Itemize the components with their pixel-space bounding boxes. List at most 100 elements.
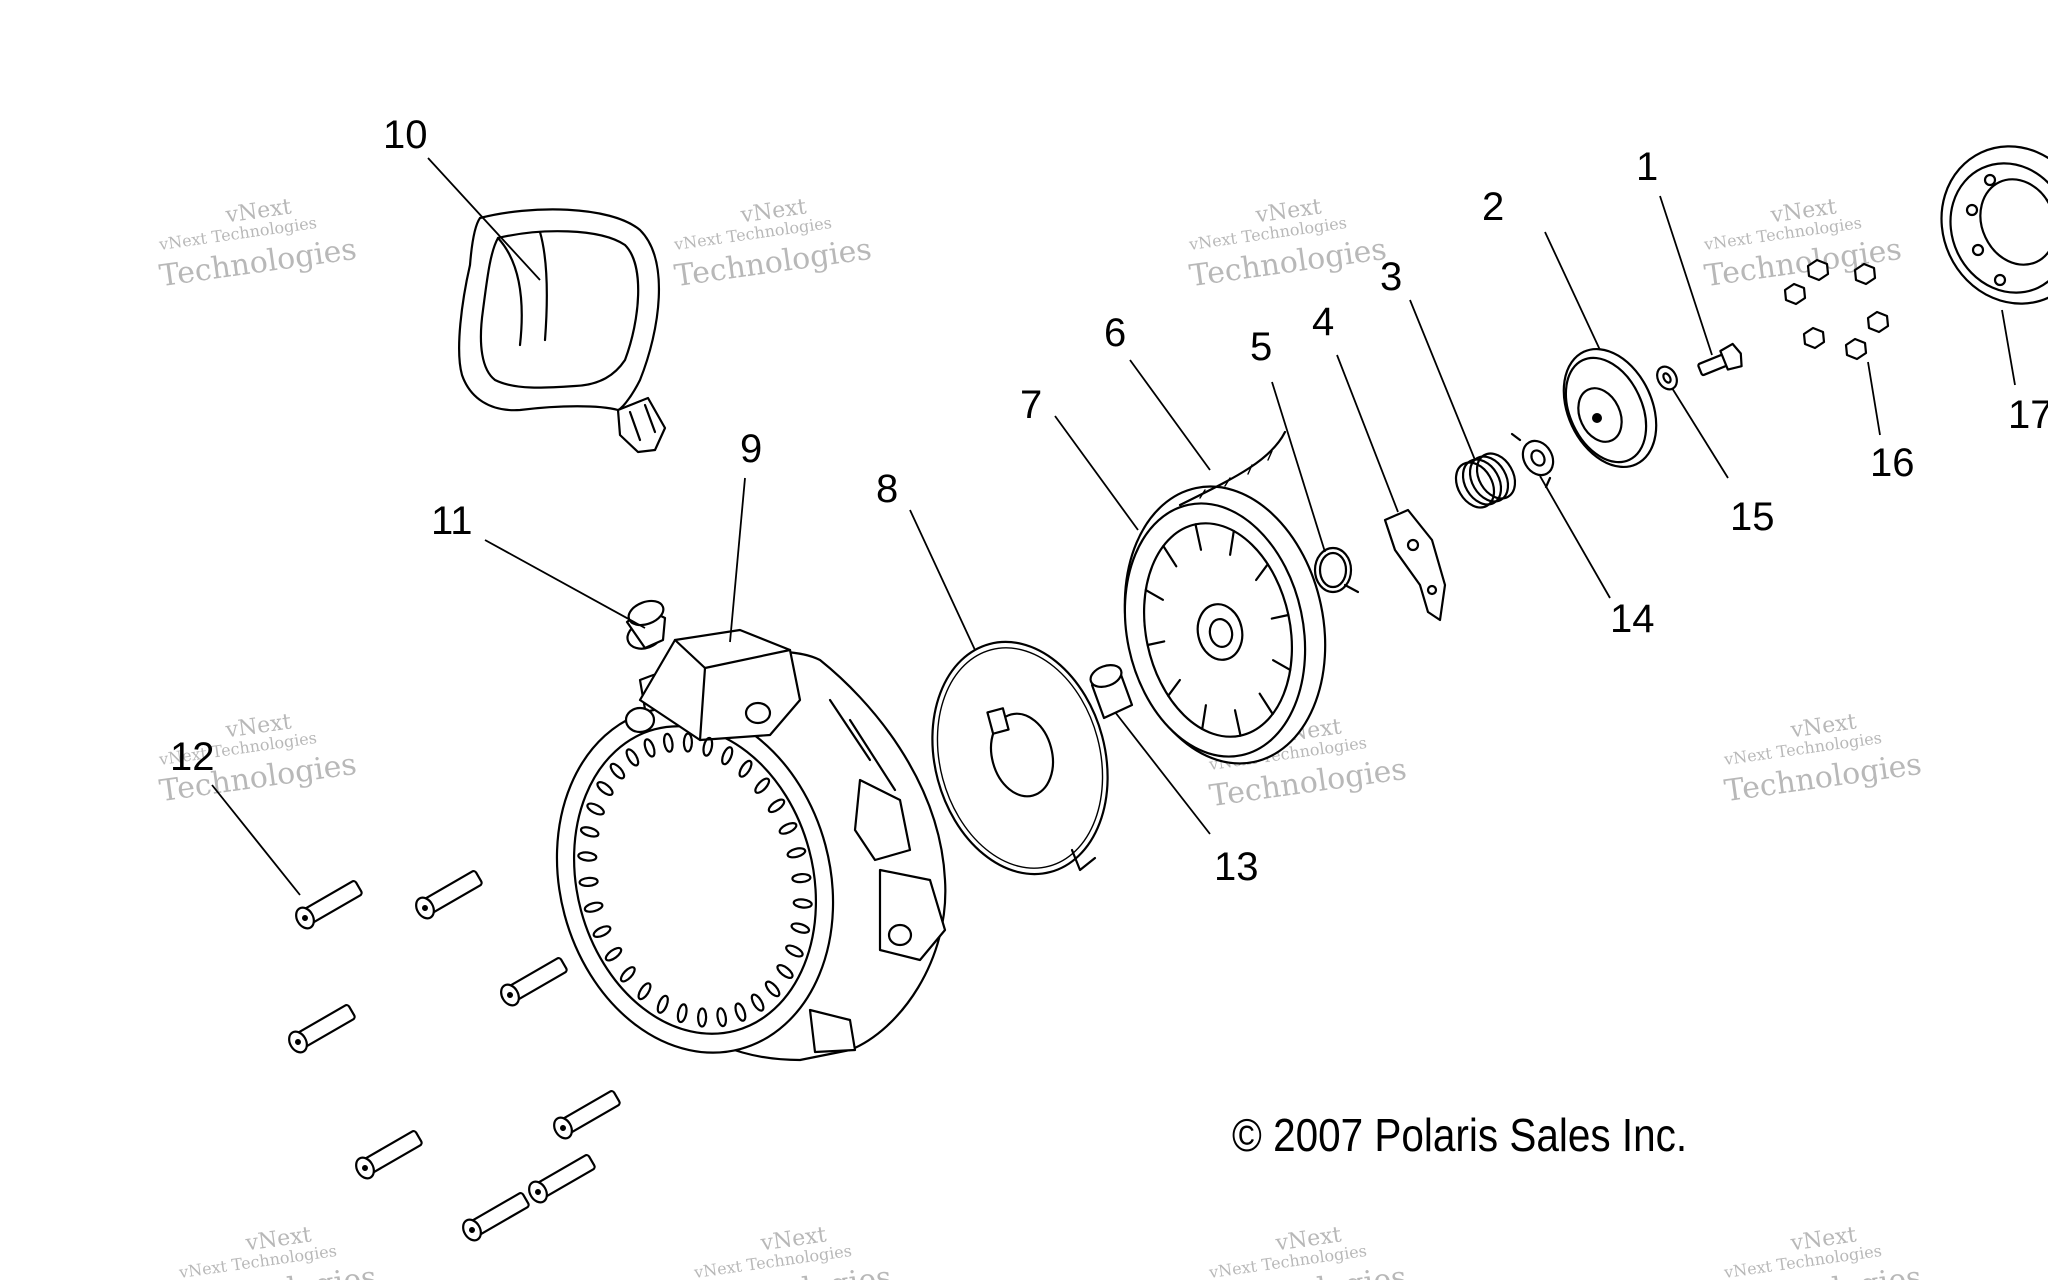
reel-rib — [1144, 588, 1165, 601]
leader-line — [1659, 195, 1713, 356]
vent-slot — [786, 847, 807, 859]
vent-slot — [619, 966, 636, 983]
leader-line — [484, 539, 646, 629]
vent-slot — [750, 993, 765, 1012]
vent-slot — [625, 748, 640, 767]
watermark: vNext Technologies Technologies vNext — [1722, 1222, 1924, 1280]
vent-slot — [596, 781, 614, 796]
leader-line — [1539, 475, 1611, 599]
leader-line — [1271, 381, 1326, 553]
callout-13: 13 — [1214, 845, 1259, 889]
friction-plate-icon — [1510, 432, 1555, 489]
callout-4: 4 — [1312, 300, 1334, 344]
vent-slot — [696, 1007, 708, 1028]
reel-rib — [1270, 613, 1290, 620]
watermark: vNext Technologies Technologies vNext — [1207, 1222, 1409, 1280]
leader-line — [1336, 354, 1399, 513]
vent-slot — [792, 898, 813, 909]
vent-slot — [682, 732, 694, 753]
bolt-icon — [1697, 342, 1743, 377]
vent-slot — [754, 777, 771, 794]
leader-line — [427, 157, 541, 281]
callout-3: 3 — [1380, 255, 1402, 299]
vent-slot — [586, 802, 605, 816]
bushing-icon — [1089, 664, 1134, 720]
vent-slot — [778, 821, 798, 835]
reel-rib — [1228, 529, 1235, 556]
watermark: vNext Technologies Technologies vNext — [157, 194, 359, 294]
watermark: vNext Technologies Technologies vNext — [692, 1222, 894, 1280]
vent-slots — [577, 732, 813, 1028]
vent-slot — [716, 1007, 728, 1028]
vent-slot — [702, 736, 714, 757]
copyright-notice: © 2007 Polaris Sales Inc. — [1232, 1109, 1688, 1161]
reel-rib — [1167, 678, 1182, 697]
rope-icon — [1178, 430, 1287, 507]
coil-spring-icon — [1454, 452, 1517, 509]
leader-line — [1544, 231, 1601, 351]
callout-16: 16 — [1870, 441, 1915, 485]
reel-rib — [1271, 659, 1292, 672]
callout-14: 14 — [1610, 597, 1655, 641]
vent-slot — [662, 732, 674, 753]
vent-slot — [734, 1002, 747, 1022]
leader-line — [1867, 361, 1881, 436]
vent-slot — [583, 901, 604, 913]
washer-icon — [1656, 365, 1678, 391]
leader-line — [2001, 309, 2016, 386]
recoil-housing-icon — [555, 628, 947, 1062]
leader-line — [729, 477, 746, 643]
vent-slot — [578, 876, 599, 888]
watermark: vNext Technologies Technologies vNext — [177, 1222, 379, 1280]
callout-2: 2 — [1482, 185, 1504, 229]
spring-icon — [1313, 546, 1360, 594]
watermark: vNext Technologies Technologies vNext — [672, 194, 874, 294]
leader-line — [1054, 415, 1139, 531]
reel-icon — [1123, 485, 1327, 765]
callout-1: 1 — [1636, 145, 1658, 189]
callout-6: 6 — [1104, 311, 1126, 355]
callout-11: 11 — [431, 499, 473, 543]
reel-rib — [1162, 544, 1178, 568]
spring-plate-icon — [931, 640, 1109, 876]
callout-10: 10 — [383, 113, 428, 157]
reel-ribs — [1144, 523, 1292, 737]
reel-rib — [1201, 704, 1208, 731]
reel-rib — [1254, 563, 1269, 582]
handle-icon — [458, 208, 667, 454]
leader-line — [909, 509, 976, 651]
reel-rib — [1146, 640, 1166, 647]
vent-slot — [790, 922, 811, 934]
vent-slot — [738, 759, 753, 778]
vent-slot — [785, 944, 804, 958]
vent-slot — [609, 762, 626, 780]
callout-5: 5 — [1250, 325, 1272, 369]
watermark: vNext Technologies Technologies vNext — [1187, 194, 1389, 294]
vent-slot — [637, 982, 652, 1001]
vent-slot — [656, 994, 669, 1014]
starter-cup-icon — [1940, 145, 2048, 305]
vent-slot — [592, 925, 612, 939]
vent-slot — [577, 851, 598, 862]
reel-rib — [1258, 692, 1274, 716]
vent-slot — [579, 826, 600, 838]
reel-rib — [1194, 523, 1203, 551]
vent-slot — [767, 798, 786, 814]
leader-line — [211, 784, 301, 896]
vent-slot — [721, 746, 734, 766]
vent-slot — [643, 738, 656, 758]
leader-line — [1129, 359, 1211, 471]
leader-line — [1409, 299, 1476, 461]
vent-slot — [604, 946, 623, 962]
callout-9: 9 — [740, 427, 762, 471]
vent-slot — [791, 872, 812, 884]
leader-line — [1671, 387, 1729, 479]
vent-slot — [764, 980, 781, 998]
plug-icon — [625, 599, 667, 650]
callout-labels: 1 2 3 4 5 6 7 8 9 10 11 12 13 14 15 16 1… — [170, 113, 2048, 889]
nut-icon — [1783, 258, 1890, 361]
callout-12: 12 — [170, 735, 215, 779]
vent-slot — [676, 1003, 688, 1024]
